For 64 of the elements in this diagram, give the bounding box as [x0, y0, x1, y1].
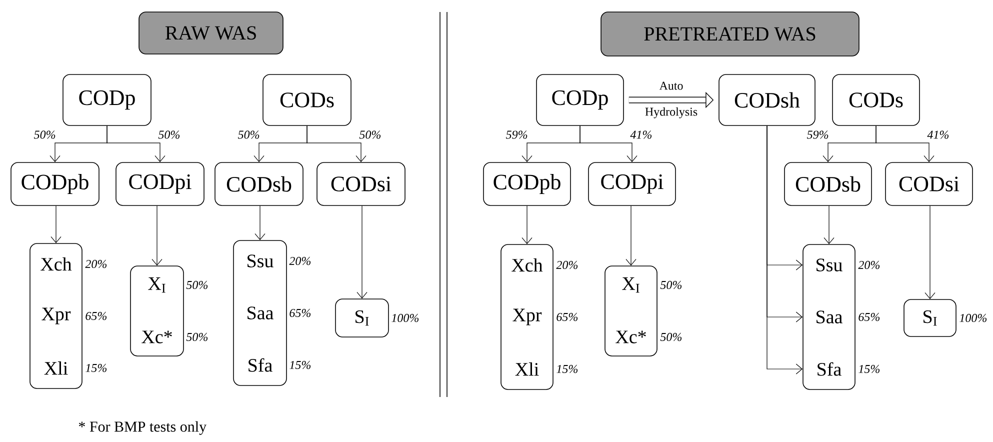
edge-label: 59% — [806, 130, 830, 140]
percentage-label: 20% — [85, 260, 107, 268]
fraction-box: CODsb — [784, 162, 872, 206]
arrow — [106, 126, 166, 162]
fraction-box: CODpb — [483, 162, 571, 206]
fraction-box: CODs — [832, 74, 920, 126]
percentage-label: 65% — [86, 312, 107, 320]
component-box: X$_{I}$ Xc* — [604, 266, 658, 356]
edge-label: 50% — [358, 130, 382, 140]
fraction-box: CODpi — [588, 162, 676, 206]
edge-label: 50% — [32, 130, 57, 140]
percentage-label: 15% — [858, 364, 880, 374]
fraction-box: CODpb — [10, 162, 100, 206]
arrow — [876, 126, 934, 162]
percentage-label: 20% — [289, 256, 311, 266]
fraction-box: CODsb — [214, 162, 304, 206]
edge-label: 50% — [157, 130, 182, 140]
percentage-label: 65% — [556, 312, 578, 322]
title-box: RAW WAS — [138, 12, 284, 54]
percentage-label: 100% — [960, 314, 987, 322]
percentage-label: 20% — [858, 260, 880, 270]
component-box: S$_{I}$ — [904, 299, 956, 337]
arrow — [356, 206, 368, 299]
arrow — [254, 206, 266, 240]
fraction-box: CODsh — [718, 74, 816, 126]
arrow — [152, 206, 162, 266]
percentage-label: 20% — [556, 260, 578, 270]
percentage-label: 50% — [660, 332, 682, 342]
percentage-label: 65% — [290, 308, 311, 318]
footnote: * For BMP tests only — [78, 421, 206, 435]
arrow — [766, 126, 803, 374]
fraction-box: CODsi — [885, 162, 973, 206]
percentage-label: 50% — [186, 332, 208, 342]
component-box: Ssu Saa Sfa — [233, 240, 287, 386]
title-box: PRETREATED WAS — [600, 12, 860, 56]
fraction-box: CODsi — [316, 162, 406, 206]
arrow — [924, 206, 936, 300]
fraction-box: CODp — [62, 74, 152, 126]
percentage-label: 65% — [858, 312, 880, 322]
percentage-label: 15% — [556, 364, 578, 374]
edge-label: 41% — [926, 130, 950, 140]
percentage-label: 50% — [660, 280, 682, 290]
arrow — [306, 126, 366, 162]
arrow — [626, 206, 636, 266]
arrow — [522, 206, 532, 244]
edge-label: Auto Hydrolysis — [645, 82, 698, 118]
fraction-box: CODp — [536, 74, 624, 126]
component-box: Ssu Saa Sfa — [802, 244, 856, 390]
edge-label: 59% — [504, 130, 529, 140]
percentage-label: 100% — [392, 314, 419, 322]
percentage-label: 50% — [186, 280, 208, 290]
fraction-box: CODs — [262, 74, 352, 126]
arrow — [824, 206, 834, 244]
percentage-label: 15% — [86, 364, 107, 372]
arrow — [580, 126, 638, 162]
edge-label: 41% — [629, 130, 654, 140]
component-box: Xch Xpr Xli — [500, 244, 554, 390]
fraction-box: CODpi — [116, 162, 204, 206]
component-box: X$_{I}$ Xc* — [130, 266, 184, 356]
edge-label: 50% — [236, 130, 261, 140]
percentage-label: 15% — [290, 360, 311, 370]
component-box: Xch Xpr Xli — [30, 243, 82, 389]
arrow — [50, 206, 62, 244]
component-box: S$_{I}$ — [335, 298, 389, 338]
